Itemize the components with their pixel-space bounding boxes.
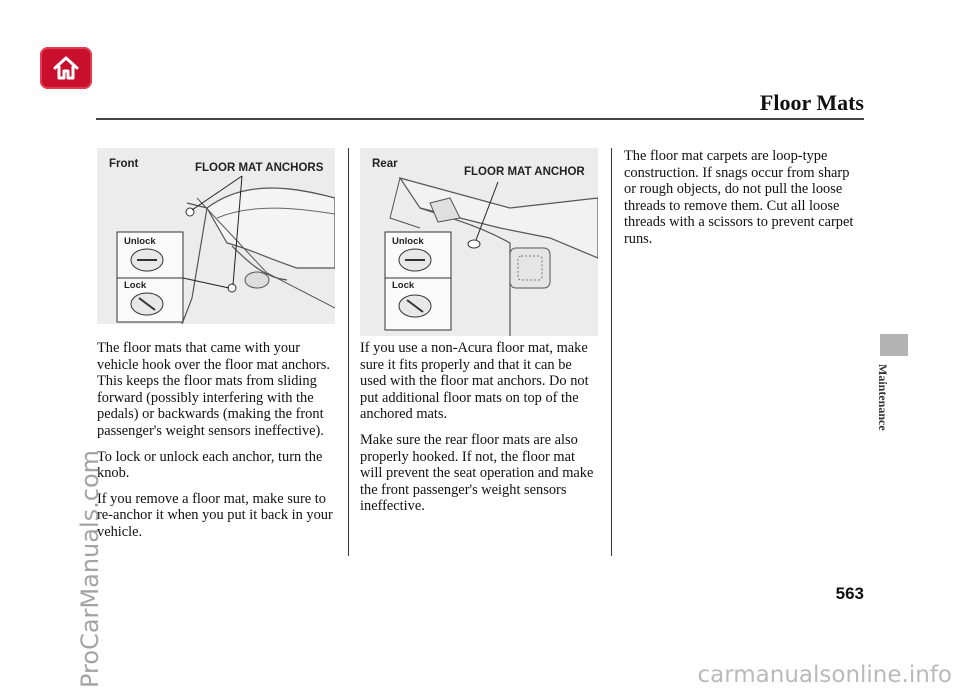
lock-label: Lock: [124, 280, 147, 291]
front-anchor-drawing: [116, 175, 336, 325]
watermark-bottom: carmanualsonline.info: [697, 662, 952, 688]
figure-label-front: Front: [109, 158, 139, 170]
figure-callout-anchors: FLOOR MAT ANCHORS: [195, 162, 324, 174]
page-title: Floor Mats: [759, 90, 864, 115]
figure-callout-anchor: FLOOR MAT ANCHOR: [464, 166, 585, 178]
paragraph: If you remove a floor mat, make sure to …: [97, 490, 333, 540]
home-icon: [53, 56, 79, 80]
unlock-label: Unlock: [392, 236, 424, 247]
paragraph: The floor mat carpets are loop-type cons…: [624, 148, 854, 247]
home-button[interactable]: [40, 47, 92, 89]
figure-label-rear: Rear: [372, 158, 398, 170]
section-tab[interactable]: [880, 334, 908, 356]
left-column-text: The floor mats that came with your vehic…: [97, 340, 342, 550]
paragraph: If you use a non-Acura floor mat, make s…: [360, 340, 589, 423]
page-number: 563: [835, 584, 864, 603]
lock-label: Lock: [392, 280, 415, 291]
section-label[interactable]: Maintenance: [876, 364, 890, 431]
unlock-label: Unlock: [124, 236, 156, 247]
paragraph: To lock or unlock each anchor, turn the …: [97, 448, 323, 482]
rear-floor-mat-illustration: Rear FLOOR MAT ANCHOR Unlock Lock: [360, 148, 599, 336]
middle-column-text: If you use a non-Acura floor mat, make s…: [360, 340, 600, 524]
right-column-text: The floor mat carpets are loop-type cons…: [624, 148, 862, 257]
paragraph: The floor mats that came with your vehic…: [97, 340, 330, 439]
watermark-left: ProCarManuals.com: [76, 449, 104, 688]
rear-anchor-drawing: [384, 176, 599, 336]
title-rule: [96, 118, 864, 120]
column-divider: [611, 148, 612, 556]
front-floor-mat-illustration: Front FLOOR MAT ANCHORS Unlock Lock: [97, 148, 336, 325]
paragraph: Make sure the rear floor mats are also p…: [360, 431, 594, 515]
column-divider: [348, 148, 349, 556]
